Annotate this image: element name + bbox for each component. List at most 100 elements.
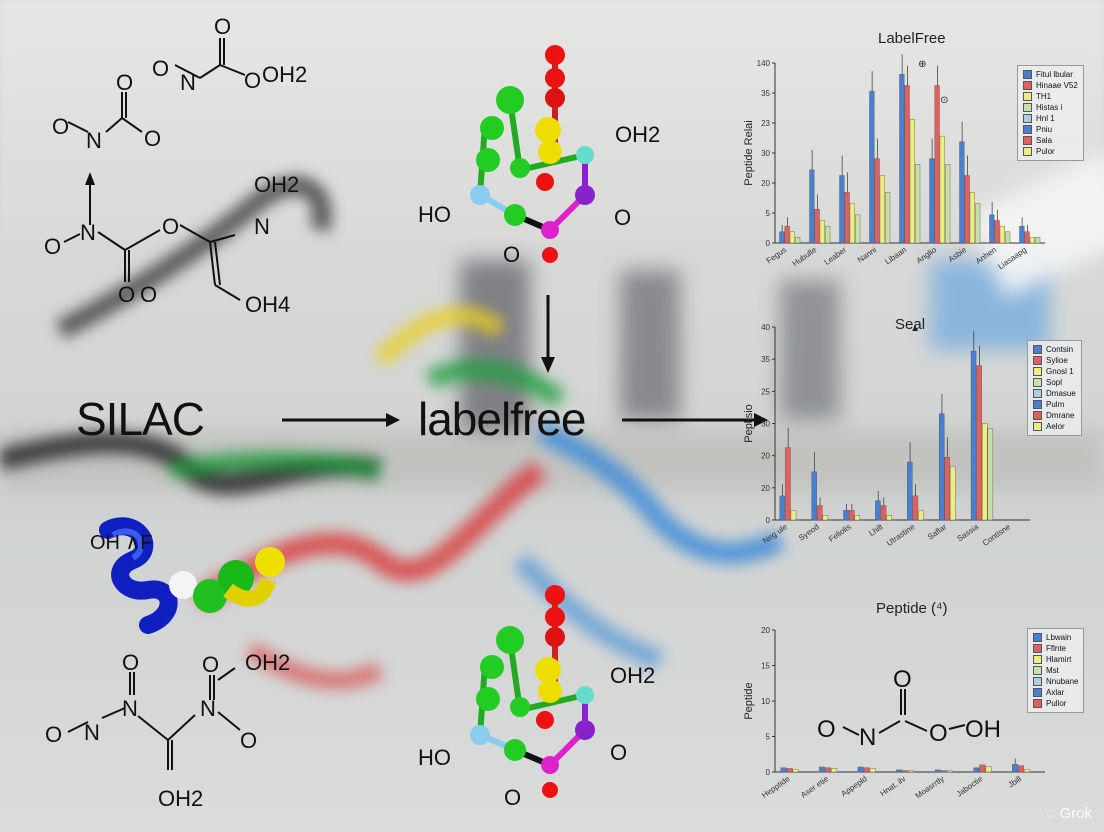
legend-swatch: [1023, 125, 1032, 134]
y-tick-label: 5: [766, 209, 771, 218]
bar: [814, 209, 820, 244]
atom-o: O: [817, 716, 836, 743]
bar: [789, 231, 795, 244]
chart-3-title: Peptide (⁴): [876, 600, 948, 617]
legend-item: Nnubane: [1033, 676, 1078, 687]
bar: [885, 192, 891, 244]
bar: [796, 519, 802, 521]
x-tick-label: Sassia: [955, 522, 980, 543]
legend-swatch: [1023, 81, 1032, 90]
x-tick-label: Hnat, ilv: [878, 774, 907, 798]
y-axis-label: Peptide Relai: [743, 120, 755, 185]
bar: [994, 220, 1000, 244]
bar: [1019, 225, 1025, 244]
atom-oh4: OH4: [245, 292, 290, 317]
bar: [969, 192, 975, 244]
bar: [944, 457, 951, 521]
bar: [909, 119, 915, 244]
arrow-labelfree-to-chart: [622, 413, 768, 427]
y-tick-label: 30: [761, 149, 770, 158]
legend-swatch: [1033, 666, 1042, 675]
legend-swatch: [1023, 70, 1032, 79]
legend-item: Aelor: [1033, 421, 1076, 432]
bar: [979, 764, 986, 773]
bar: [839, 175, 845, 244]
legend-label: Pullor: [1046, 699, 1067, 708]
legend-label: Hlamirt: [1046, 655, 1072, 664]
legend-item: Dmasue: [1033, 388, 1076, 399]
x-tick-label: Hepptide: [760, 774, 792, 800]
bar: [923, 519, 930, 521]
legend-item: Fitul lbular: [1023, 69, 1078, 80]
legend-label: Gnosl 1: [1046, 367, 1074, 376]
bar: [908, 770, 915, 773]
legend-label: Hinaae V52: [1036, 81, 1078, 90]
bar: [1018, 765, 1024, 773]
y-axis-label: Peplisio: [743, 404, 755, 443]
bar: [822, 514, 829, 521]
chart-1-title: LabelFree: [878, 30, 946, 47]
legend-swatch: [1033, 378, 1042, 387]
atom-o: O: [144, 126, 161, 151]
y-tick-label: 15: [761, 662, 770, 671]
x-tick-label: Utrastine: [885, 522, 917, 548]
x-tick-label: Contisne: [981, 522, 1012, 548]
atom-o: O: [214, 14, 231, 39]
labelfree-label: labelfree: [418, 393, 586, 445]
bar: [902, 770, 909, 773]
bar: [779, 495, 786, 521]
bar: [875, 500, 881, 521]
atom-oh2: OH2: [245, 650, 290, 675]
legend-swatch: [1023, 92, 1032, 101]
bar: [849, 203, 855, 244]
molecule-top-left-structure: O N O O OH2 O N O O O N O OH2 N O O OH4: [44, 14, 307, 317]
atom-o: O: [240, 728, 257, 753]
bar: [891, 519, 898, 521]
bar: [934, 85, 940, 244]
bar: [817, 505, 823, 521]
y-tick-label: 0: [766, 768, 771, 777]
bar: [975, 203, 981, 244]
bar: [874, 158, 880, 244]
x-tick-label: Hubulle: [791, 245, 819, 268]
bar: [869, 768, 876, 773]
bar: [886, 514, 892, 521]
x-tick-label: Feliolis: [827, 522, 853, 544]
legend-item: Sylioe: [1033, 355, 1076, 366]
bar: [854, 514, 860, 521]
bar: [1029, 237, 1035, 244]
x-tick-label: Aser etie: [799, 774, 830, 800]
x-tick-label: Fegus: [765, 245, 788, 265]
bar: [981, 423, 988, 521]
bar: [855, 214, 861, 244]
legend-item: Hnl 1: [1023, 113, 1078, 124]
legend-swatch: [1033, 389, 1042, 398]
legend-item: TH1: [1023, 91, 1078, 102]
atom-n: N: [859, 724, 876, 745]
y-tick-label: 10: [761, 697, 770, 706]
bar: [940, 770, 947, 773]
bar: [828, 519, 834, 521]
bar: [970, 350, 977, 521]
bar: [844, 192, 850, 244]
y-tick-label: 30: [761, 420, 770, 429]
atom-ho: HO: [418, 202, 451, 227]
legend-swatch: [1023, 114, 1032, 123]
atom-n: N: [180, 70, 196, 95]
legend-label: Mst: [1046, 666, 1059, 675]
bar: [959, 141, 965, 244]
bar: [880, 505, 887, 521]
atom-n: N: [86, 128, 102, 153]
bar: [784, 225, 790, 244]
bar: [955, 519, 962, 521]
molecule-center-top-model: OH2 HO O O: [418, 45, 660, 267]
legend-swatch: [1033, 400, 1042, 409]
y-axis-label: Peptide: [743, 682, 755, 719]
bar: [950, 466, 956, 521]
legend-label: Histas i: [1036, 103, 1063, 112]
bar: [843, 510, 849, 521]
legend-label: Fitul lbular: [1036, 70, 1073, 79]
